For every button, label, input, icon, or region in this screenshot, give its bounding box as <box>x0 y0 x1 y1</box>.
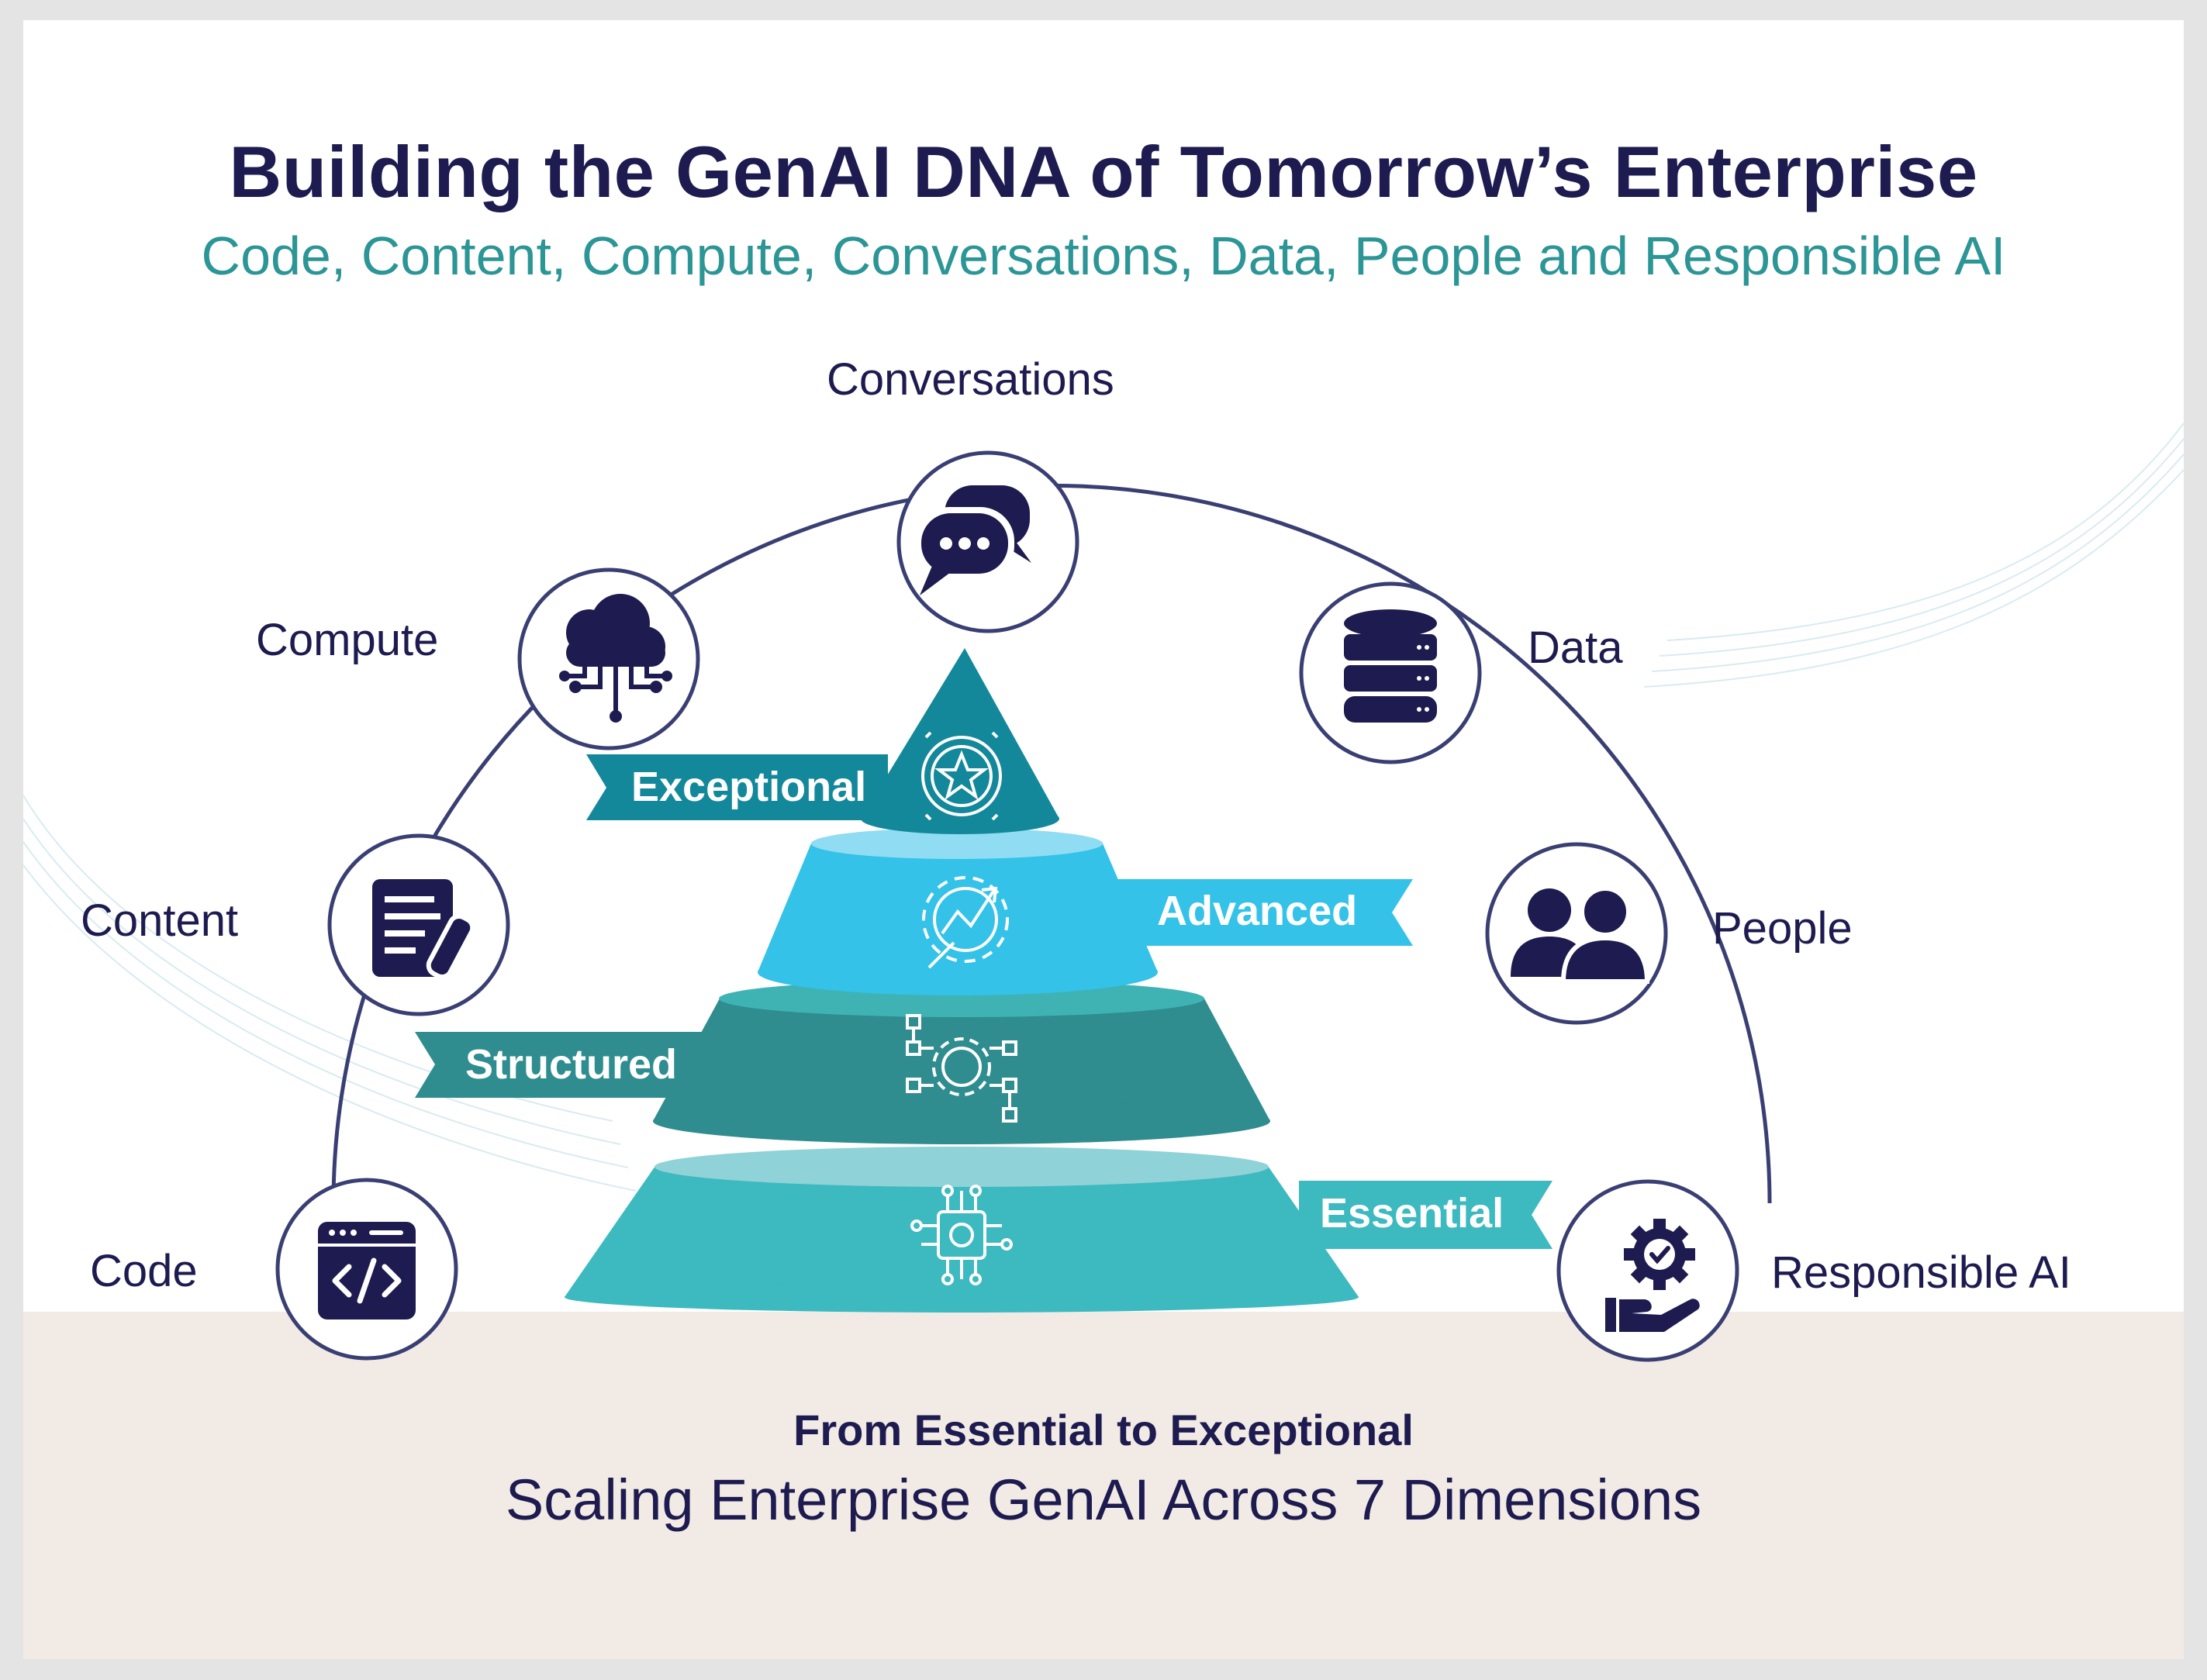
star-badge-icon <box>921 731 1002 821</box>
dimension-label-content: Content <box>81 895 239 946</box>
tier-label-structured: Structured <box>465 1041 678 1088</box>
floor-band <box>23 1312 2184 1659</box>
ribbon-advanced <box>1101 879 1413 946</box>
ribbon-essential <box>1299 1181 1552 1249</box>
ribbon-structured <box>415 1032 721 1098</box>
cloud-circuit-icon <box>559 594 672 723</box>
dimension-label-conversations: Conversations <box>827 354 1114 405</box>
tier-exceptional-shape <box>861 648 1059 834</box>
infographic-frame: Building the GenAI DNA of Tomorrow’s Ent… <box>23 20 2184 1659</box>
diagram-art <box>23 423 2184 1362</box>
footer-kicker: From Essential to Exceptional <box>793 1406 1414 1454</box>
tier-structured-shape <box>653 980 1270 1144</box>
database-icon <box>1344 609 1437 723</box>
dimension-label-people: People <box>1712 903 1853 954</box>
dimension-label-data: Data <box>1528 623 1623 673</box>
document-pen-icon <box>372 879 475 980</box>
dimension-label-code: Code <box>90 1246 198 1296</box>
page-title: Building the GenAI DNA of Tomorrow’s Ent… <box>229 131 1978 212</box>
ribbon-exceptional <box>586 754 888 820</box>
hand-gear-check-icon <box>1605 1219 1700 1332</box>
footer-headline: Scaling Enterprise GenAI Across 7 Dimens… <box>505 1468 1702 1532</box>
tier-label-advanced: Advanced <box>1157 888 1358 934</box>
gear-network-icon <box>906 1014 1017 1123</box>
dimension-label-compute: Compute <box>256 615 439 665</box>
code-window-icon <box>318 1222 416 1320</box>
chip-icon <box>910 1185 1013 1285</box>
people-icon <box>1511 886 1650 984</box>
background-waves <box>23 423 2184 1192</box>
tier-advanced-shape <box>758 828 1158 995</box>
dimension-label-responsible-ai: Responsible AI <box>1771 1247 2071 1298</box>
page-subtitle: Code, Content, Compute, Conversations, D… <box>201 226 2006 286</box>
chat-bubbles-icon <box>915 485 1031 595</box>
tier-label-exceptional: Exceptional <box>631 764 867 810</box>
tier-label-essential: Essential <box>1320 1190 1504 1237</box>
tier-essential-shape <box>565 1147 1359 1313</box>
gear-chart-icon <box>922 876 1009 969</box>
